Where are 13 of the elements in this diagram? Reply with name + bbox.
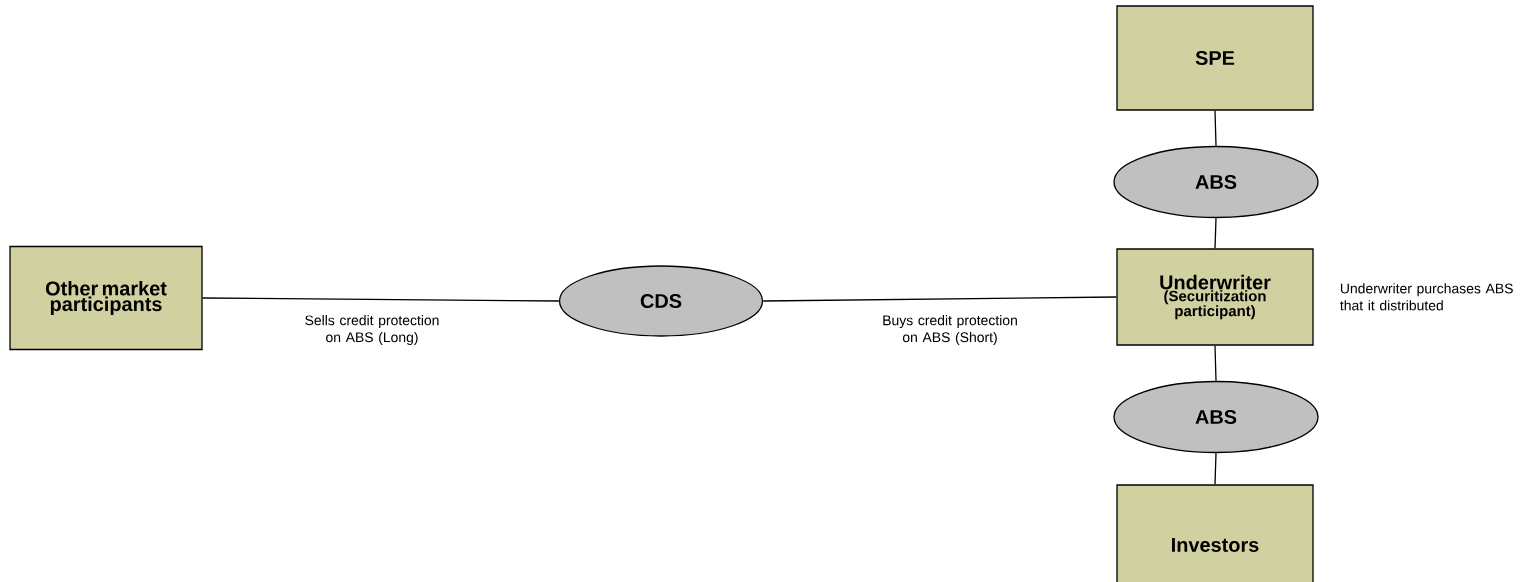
edge-label: Sells credit protection on ABS (Long) bbox=[305, 315, 439, 345]
connector-line bbox=[1214, 345, 1217, 382]
connector-line bbox=[1214, 110, 1217, 147]
entity-box: SPE bbox=[1116, 5, 1314, 111]
entity-box: Investors bbox=[1116, 484, 1314, 582]
entity-box: Other market participants bbox=[9, 245, 203, 351]
note-text: Underwriter purchases ABS that it distributed bbox=[1340, 283, 1513, 311]
edge-label: Buys credit protection on ABS (Short) bbox=[883, 315, 1017, 345]
connector-line bbox=[202, 297, 560, 302]
connector-line bbox=[1214, 217, 1217, 249]
connector-line bbox=[762, 296, 1117, 302]
entity-box: Underwriter (Securitization participant) bbox=[1116, 248, 1314, 346]
connector-line bbox=[1214, 452, 1217, 485]
